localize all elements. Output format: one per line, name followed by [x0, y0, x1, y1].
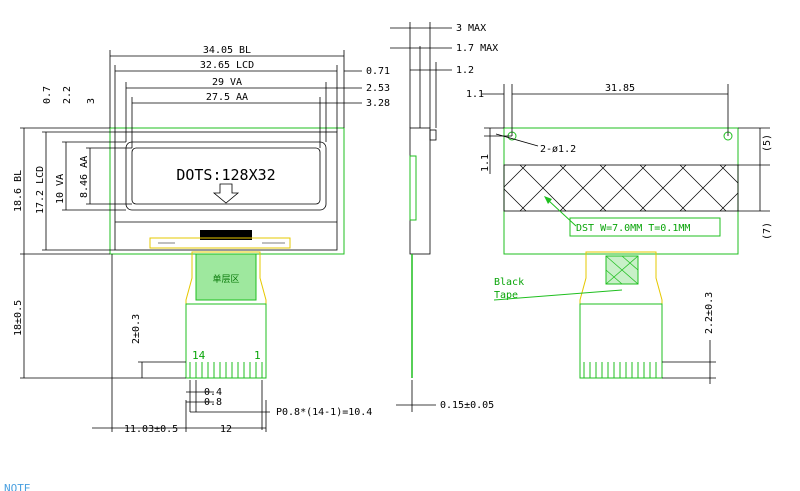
dim-fpc-width: 12 [220, 424, 232, 435]
dim-va-width: 29 VA [212, 77, 242, 88]
dim-fpc-length: 18±0.5 [13, 300, 24, 336]
dots-label: DOTS:128X32 [176, 166, 275, 184]
black-tape-label-2: Tape [494, 290, 518, 301]
dim-right-071: 0.71 [366, 66, 390, 77]
dst-label: DST W=7.0MM T=0.1MM [576, 223, 690, 234]
dim-back-7: (7) [762, 222, 773, 240]
dim-side-glass: 1.7 MAX [456, 43, 498, 54]
fpc-region-label: 单层区 [212, 273, 239, 285]
dim-fpc-offset: 11.03±0.5 [124, 424, 178, 435]
dim-pitch-total: P0.8*(14-1)=10.4 [276, 407, 372, 418]
dim-bl-height: 18.6 BL [13, 170, 24, 212]
dim-side-fpc: 0.15±0.05 [440, 400, 494, 411]
pin-1-label: 1 [254, 349, 261, 362]
black-tape-label-1: Black [494, 277, 524, 288]
dim-pin-width: 0.4 [204, 387, 222, 398]
dim-back-5: (5) [762, 134, 773, 152]
dim-top-22: 2.2 [62, 86, 73, 104]
dim-aa-width: 27.5 AA [206, 92, 248, 103]
dim-right-328: 3.28 [366, 98, 390, 109]
dim-back-tab: 2.2±0.3 [704, 292, 715, 334]
dim-va-height: 10 VA [55, 174, 66, 204]
dim-top-3: 3 [86, 98, 97, 104]
dim-fpc-tab: 2±0.3 [131, 314, 142, 344]
hole-label: 2-ø1.2 [540, 144, 576, 155]
note-label: NOTE [4, 482, 31, 491]
dim-aa-height: 8.46 AA [79, 156, 90, 198]
dim-right-253: 2.53 [366, 83, 390, 94]
dim-back-hole-y: 1.1 [480, 154, 491, 172]
dim-top-07: 0.7 [42, 86, 53, 104]
front-view: DOTS:128X32 34.05 [13, 45, 390, 435]
dim-back-offset: 1.1 [466, 89, 484, 100]
dim-bl-width: 34.05 BL [203, 45, 251, 56]
pin-14-label: 14 [192, 349, 206, 362]
down-arrow-icon [212, 183, 240, 204]
dim-lcd-width: 32.65 LCD [200, 60, 254, 71]
side-view: 3 MAX 1.7 MAX 1.2 0.15±0.05 [390, 22, 498, 412]
dim-lcd-height: 17.2 LCD [35, 166, 46, 214]
back-view: 1.1 31.85 1.1 2-ø1.2 (5) (7) 2.2±0.3 DST… [466, 83, 773, 384]
dim-side-bl: 1.2 [456, 65, 474, 76]
dim-pitch: 0.8 [204, 397, 222, 408]
dim-back-hole-span: 31.85 [605, 83, 635, 94]
dim-side-thickness: 3 MAX [456, 23, 486, 34]
